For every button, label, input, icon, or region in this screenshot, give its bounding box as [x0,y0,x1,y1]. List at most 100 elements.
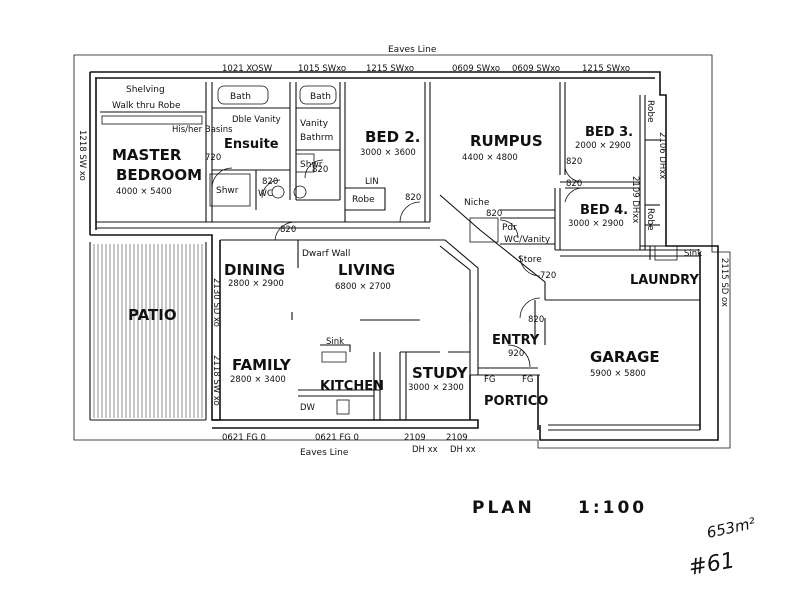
wc-label: WC [258,189,273,199]
walk-thru-robe-label: Walk thru Robe [112,101,181,111]
door-size-labels: 720 820 820 820 820 820 820 820 920 720 … [205,153,582,359]
fg-label-2: FG [522,375,533,385]
door-size-5: 820 [566,157,582,167]
laundry-title: LAUNDRY [630,273,699,288]
room-labels: MASTER BEDROOM 4000 × 5400 BED 2. 3000 ×… [112,125,699,409]
eaves-line-bottom-label: Eaves Line [300,448,349,458]
shelving-label: Shelving [126,85,165,95]
family-window: 2118 SW xo [211,355,221,406]
shower-2-label: Shwr [300,160,323,170]
plan-title-block: PLAN 1:100 653m² #61 [472,498,757,581]
family-title: FAMILY [232,356,292,374]
fg-label-1: FG [484,375,495,385]
garage-title: GARAGE [590,348,660,366]
study-title: STUDY [412,364,469,382]
area-note: 653m² [705,514,757,542]
top-window-1: 1021 XOSW [222,64,273,74]
living-title: LIVING [338,261,395,279]
eaves-line [73,54,731,449]
living-dims: 6800 × 2700 [335,282,391,292]
door-size-7: 820 [280,225,296,235]
bathroom-fixtures [101,85,678,261]
dwarf-wall-label: Dwarf Wall [302,249,350,259]
portico-title: PORTICO [484,394,548,409]
dining-dims: 2800 × 2900 [228,279,284,289]
door-size-4: 820 [405,193,421,203]
internal-walls [96,82,700,260]
door-size-8: 820 [486,209,502,219]
laundry-sink-label: Sink [684,249,702,259]
dble-vanity-label: Dble Vanity [232,115,281,125]
living-walls [220,194,700,420]
side-windows: 1218 SW xo 2130 SD xo 2118 SW xo 2106 DH… [77,130,729,406]
top-window-2: 1015 SWxo [298,64,346,74]
wc-vanity-label: WC/Vanity [504,235,551,245]
bathroom-title: Bathrm [300,133,333,143]
patio-hatching [93,244,203,418]
plan-label: PLAN [472,498,535,518]
top-windows: 1021 XOSW 1015 SWxo 1215 SWxo 0609 SWxo … [222,45,630,74]
fixture-labels: Shelving Walk thru Robe His/her Basins D… [112,85,702,413]
ensuite-title: Ensuite [224,137,279,152]
hisher-basins-label: His/her Basins [172,125,233,135]
bath-2-label: Bath [310,92,331,102]
bed4-title: BED 4. [580,203,628,218]
dishwasher-label: DW [300,403,316,413]
top-window-6: 1215 SWxo [582,64,630,74]
bath-1-label: Bath [230,92,251,102]
bed2-dims: 3000 × 3600 [360,148,416,158]
robe-bed2-label: Robe [352,195,375,205]
garage-dims: 5900 × 5800 [590,369,646,379]
bed2-title: BED 2. [365,128,421,146]
bottom-window-2: 0621 FG 0 [315,433,359,443]
bed3-dims: 2000 × 2900 [575,141,631,151]
kitchen-sink-label: Sink [326,337,344,347]
patio-title: PATIO [128,306,177,324]
bottom-window-sub-1: DH xx [412,445,438,455]
store-label: Store [518,255,542,265]
vanity-label: Vanity [300,119,329,129]
master-title-1: MASTER [112,146,182,164]
niche-label: Niche [464,198,490,208]
dining-title: DINING [224,261,285,279]
door-size-1: 720 [205,153,221,163]
bed3-title: BED 3. [585,125,633,140]
door-size-6: 820 [566,179,582,189]
family-dims: 2800 × 3400 [230,375,286,385]
rumpus-title: RUMPUS [470,132,543,150]
page-number-note: #61 [687,548,737,581]
plan-scale: 1:100 [578,498,647,518]
top-window-4: 0609 SWxo [452,64,500,74]
top-window-5: 0609 SWxo [512,64,560,74]
master-title-2: BEDROOM [116,166,202,184]
linen-label: LIN [365,177,379,187]
kitchen-bench [298,344,381,420]
door-size-9: 920 [508,349,524,359]
door-size-11: 820 [528,315,544,325]
door-size-2: 820 [262,177,278,187]
bed3-window: 2106 DHxx [657,132,667,179]
kitchen-title: KITCHEN [320,379,384,394]
bottom-windows: 0621 FG 0 0621 FG 0 2109 2109 DH xx DH x… [222,433,476,458]
rumpus-dims: 4400 × 4800 [462,153,518,163]
dining-window: 2130 SD xo [211,278,221,327]
door-size-3: 820 [312,165,328,175]
bottom-window-4: 2109 [446,433,468,443]
robe-bed4-label: Robe [645,208,655,231]
bottom-window-1: 0621 FG 0 [222,433,266,443]
top-window-3: 1215 SWxo [366,64,414,74]
master-dims: 4000 × 5400 [116,187,172,197]
bed4-dims: 3000 × 2900 [568,219,624,229]
bed4-window: 2109 DHxx [630,176,640,223]
shower-1-label: Shwr [216,186,239,196]
robe-bed3-label: Robe [645,100,655,123]
entry-title: ENTRY [492,333,540,348]
eaves-line-top-label: Eaves Line [388,45,437,55]
powder-label: Pdr [502,223,517,233]
bottom-window-sub-2: DH xx [450,445,476,455]
door-size-10: 720 [540,271,556,281]
left-window: 1218 SW xo [77,130,87,181]
study-dims: 3000 × 2300 [408,383,464,393]
